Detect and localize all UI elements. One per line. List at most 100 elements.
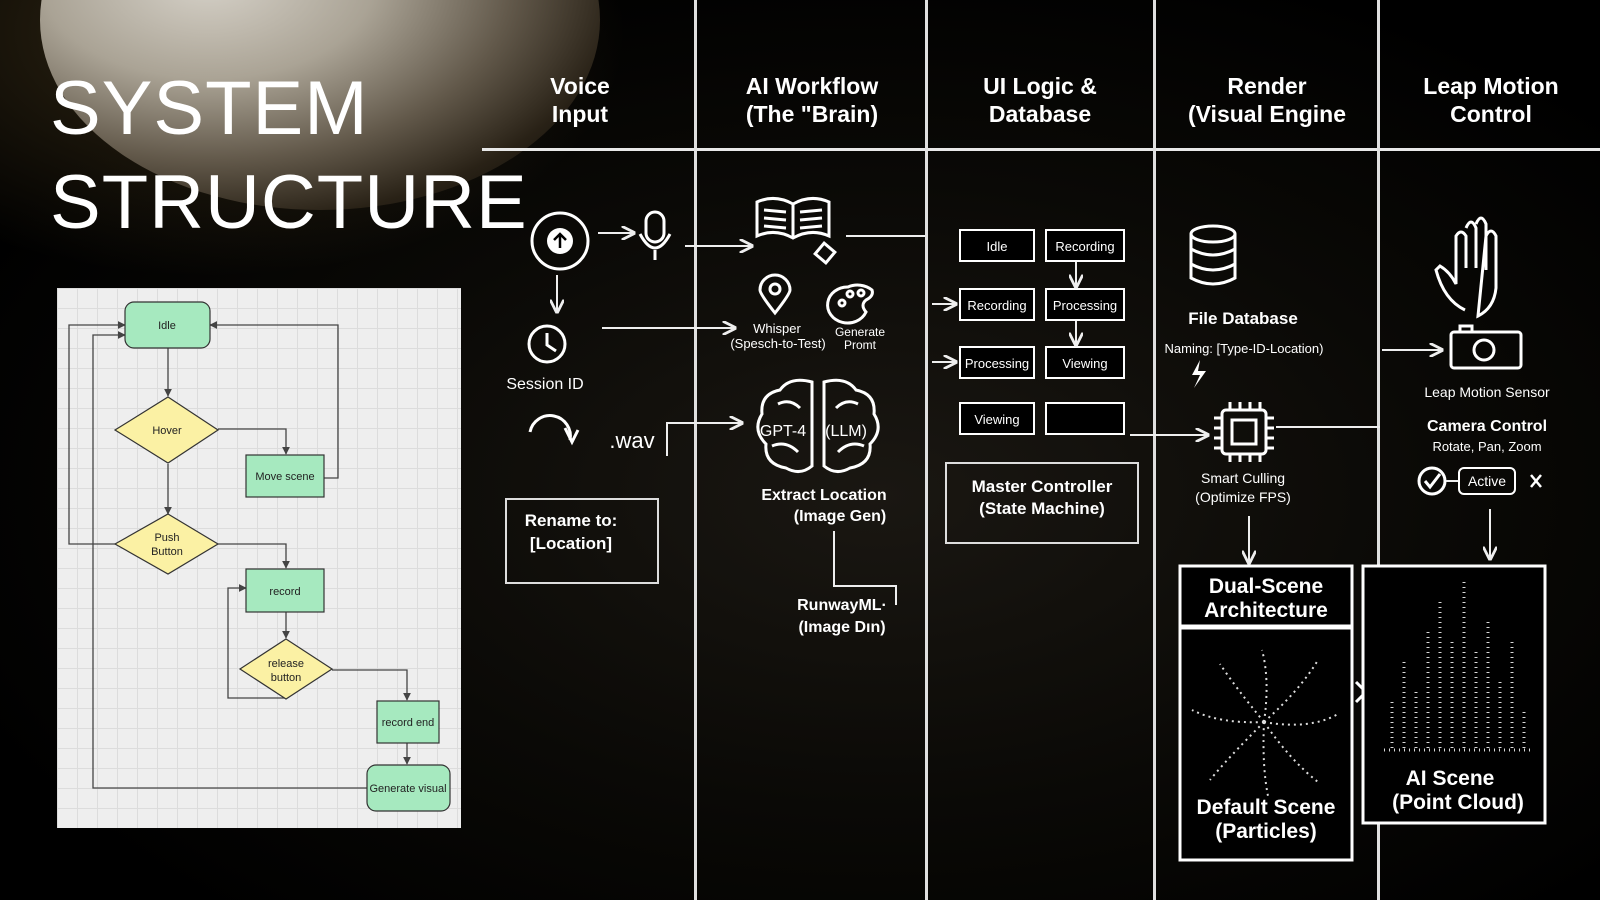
flow-node-label: Button xyxy=(151,546,183,558)
gpt-label: GPT-4 xyxy=(760,423,806,440)
extract-line-2: (Image Gen) xyxy=(794,508,886,525)
default-line-2: (Particles) xyxy=(1215,820,1317,843)
flow-node-move-scene xyxy=(245,454,325,498)
flow-node-release-button xyxy=(238,638,334,700)
header-line: Control xyxy=(1450,101,1532,127)
column-header-voice: Voice Input xyxy=(520,72,640,128)
particle-swirl xyxy=(1191,649,1339,797)
column-divider-1 xyxy=(694,0,697,900)
active-label: Active xyxy=(1468,473,1506,489)
flow-node-label: Idle xyxy=(158,320,176,332)
naming-label: Naming: [Type-ID-Location) xyxy=(1165,341,1324,356)
rename-line-1: Rename to: xyxy=(525,511,618,530)
header-line: Render xyxy=(1227,73,1307,99)
hand-icon xyxy=(1434,216,1498,319)
flow-edge xyxy=(68,321,126,545)
state-box-recording xyxy=(1045,229,1125,262)
flow-node-label: Move scene xyxy=(255,471,314,483)
ai-scene-line-2: (Point Cloud) xyxy=(1392,791,1524,814)
flow-node-label: record end xyxy=(382,717,435,729)
chip-icon xyxy=(1214,402,1274,462)
microphone-icon xyxy=(638,210,672,260)
state-box-recording-2 xyxy=(959,288,1035,321)
flow-node-label: Generate visual xyxy=(369,783,446,795)
llm-label: (LLM) xyxy=(825,423,867,440)
state-label: Recording xyxy=(1055,239,1114,254)
whisper-line-2: (Spesch-to-Test) xyxy=(730,336,825,351)
master-controller-box xyxy=(945,462,1139,544)
column-header-ui: UI Logic & Database xyxy=(930,72,1150,128)
close-icon xyxy=(1530,474,1542,488)
master-line-1: Master Controller xyxy=(972,477,1113,496)
lightning-icon xyxy=(1192,360,1206,388)
header-line: (Visual Engine xyxy=(1187,101,1347,127)
flowchart: Idle Hover Move scene Push Button record… xyxy=(68,301,451,812)
slide-title: SYSTEM STRUCTURE xyxy=(50,62,528,250)
column-header-render: Render (Visual Engine xyxy=(1158,72,1376,128)
state-box-idle xyxy=(959,229,1035,262)
camera-sub-label: Rotate, Pan, Zoom xyxy=(1432,439,1541,454)
ai-scene-box xyxy=(1361,564,1547,825)
flow-node-label: Hover xyxy=(152,425,182,437)
runway-line-1: RunwayML· xyxy=(797,597,887,614)
header-line: Database xyxy=(988,101,1092,127)
flow-node-hover xyxy=(113,396,220,464)
session-id-label: Session ID xyxy=(506,376,583,393)
wav-label: .wav xyxy=(609,428,654,453)
dual-line-2: Architecture xyxy=(1204,599,1328,622)
flow-edge xyxy=(218,428,290,455)
location-pin-icon xyxy=(758,273,792,316)
flow-node-idle xyxy=(124,301,211,349)
connector xyxy=(833,531,897,605)
flow-node-label: release xyxy=(268,658,304,670)
active-badge xyxy=(1458,467,1516,495)
state-box-processing xyxy=(1045,288,1125,321)
state-label: Idle xyxy=(987,239,1008,254)
flow-node-record-end xyxy=(376,700,440,744)
column-divider-3 xyxy=(1153,0,1156,900)
header-divider xyxy=(482,148,1600,151)
flow-edge xyxy=(92,331,367,789)
header-line: Leap Motion xyxy=(1423,73,1559,99)
flow-node-record xyxy=(245,568,325,613)
flow-node-label: button xyxy=(271,672,302,684)
title-line-2: STRUCTURE xyxy=(50,160,528,245)
flowchart-panel: Idle Hover Move scene Push Button record… xyxy=(57,288,461,828)
master-line-2: (State Machine) xyxy=(979,499,1105,518)
state-box-empty xyxy=(1045,402,1125,435)
palette-icon xyxy=(826,283,874,325)
column-divider-2 xyxy=(925,0,928,900)
generate-line-2: Promt xyxy=(844,338,877,352)
flow-node-label: record xyxy=(269,586,300,598)
flow-node-push-button xyxy=(113,513,220,575)
title-line-1: SYSTEM xyxy=(50,66,369,151)
book-icon xyxy=(755,197,837,265)
generate-line-1: Generate xyxy=(835,325,885,339)
rename-line-2: [Location] xyxy=(530,534,612,553)
culling-line-2: (Optimize FPS) xyxy=(1195,489,1291,505)
ai-scene-line-1: AI Scene xyxy=(1406,767,1495,790)
extract-line-1: Extract Location xyxy=(761,487,886,504)
flow-edge xyxy=(209,321,339,479)
camera-icon xyxy=(1449,324,1523,370)
runway-line-2: (Image Dın) xyxy=(798,619,885,636)
state-box-viewing-2 xyxy=(959,402,1035,435)
state-label: Viewing xyxy=(1062,356,1107,371)
flow-edge xyxy=(227,584,286,699)
column-divider-4 xyxy=(1377,0,1380,900)
flow-node-label: Push xyxy=(154,532,179,544)
header-line: AI Workflow xyxy=(745,73,879,99)
default-line-1: Default Scene xyxy=(1197,796,1336,819)
culling-line-1: Smart Culling xyxy=(1201,470,1285,486)
column-header-ai: AI Workflow (The "Brain) xyxy=(702,72,922,128)
state-label: Viewing xyxy=(974,412,1019,427)
header-line: Input xyxy=(551,101,609,127)
file-db-label: File Database xyxy=(1188,309,1298,328)
state-label: Processing xyxy=(965,356,1029,371)
flow-edge xyxy=(332,669,411,701)
rename-box xyxy=(505,498,659,584)
state-box-viewing xyxy=(1045,346,1125,379)
flow-edge xyxy=(218,543,290,569)
state-label: Recording xyxy=(967,298,1026,313)
